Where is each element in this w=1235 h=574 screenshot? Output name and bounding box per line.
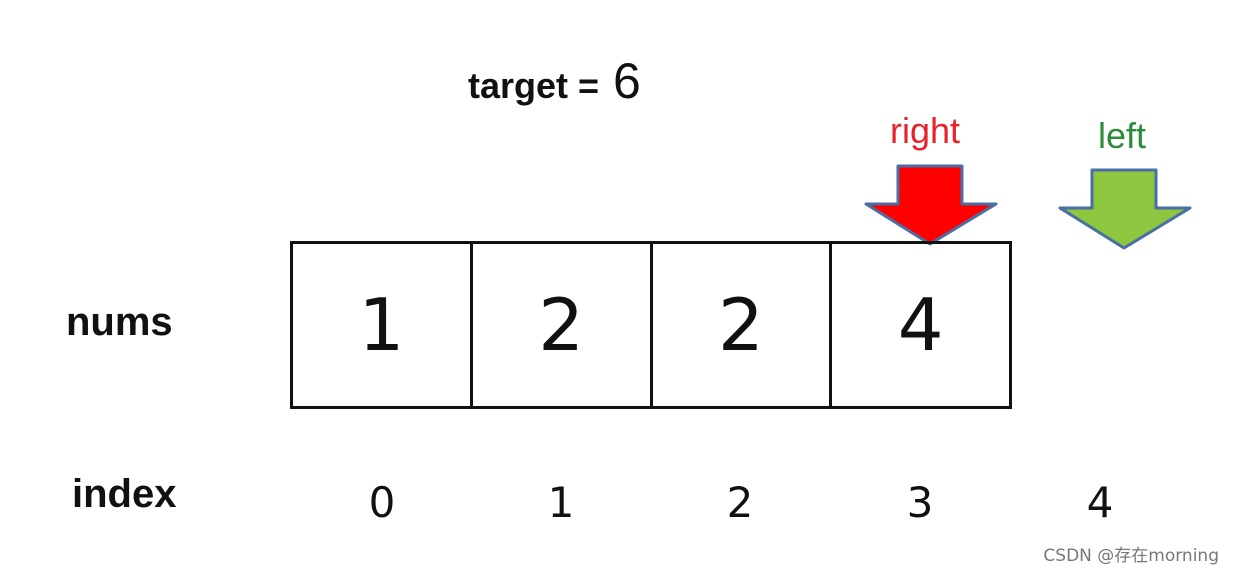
left-arrow-shape [1058,168,1192,250]
right-pointer-label: right [890,110,961,151]
array-cell: 2 [653,244,833,406]
left-pointer-arrow-icon [1058,168,1192,250]
target-value: 6 [613,53,641,109]
right-arrow-shape [864,164,998,246]
index-row-label: index [72,472,177,516]
nums-array: 1 2 2 4 [290,241,1012,409]
index-number: 2 [726,478,754,527]
index-number: 3 [906,478,934,527]
target-header: target = 6 [468,52,641,112]
target-label: target = [468,65,600,106]
watermark: CSDN @存在morning [1043,546,1219,566]
right-pointer-arrow-icon [864,164,998,246]
index-number: 1 [547,478,575,527]
index-number: 0 [368,478,396,527]
nums-row-label: nums [66,300,173,344]
left-pointer-label: left [1098,115,1147,156]
array-cell: 2 [473,244,653,406]
index-number: 4 [1086,478,1114,527]
array-cell: 4 [897,283,944,367]
array-cell: 1 [293,244,473,406]
